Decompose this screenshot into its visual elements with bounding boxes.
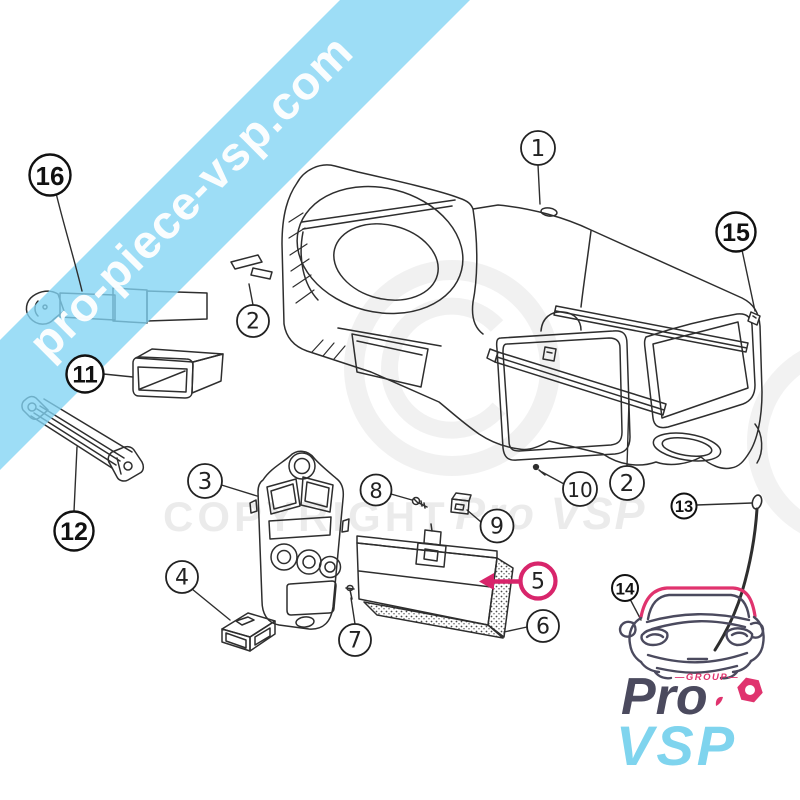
part-9-clip — [450, 492, 472, 515]
part-11-storage-box — [132, 348, 224, 399]
callout-3: 3 — [187, 463, 223, 499]
callouts: 1 2 2 3 4 5 6 7 — [28, 130, 757, 657]
logo-apostrophe — [715, 696, 723, 706]
part-7-screw — [345, 584, 355, 600]
callout-6: 6 — [526, 609, 560, 643]
part-4-switch-panel — [221, 612, 276, 652]
felt-edge-side — [487, 557, 514, 638]
svg-text:2: 2 — [246, 310, 260, 335]
svg-text:3: 3 — [198, 469, 213, 495]
svg-text:15: 15 — [722, 219, 750, 247]
svg-text:7: 7 — [348, 629, 362, 654]
highlight-arrow — [479, 573, 521, 590]
instrument-cowl — [296, 185, 464, 315]
svg-text:16: 16 — [36, 161, 65, 191]
svg-text:11: 11 — [72, 362, 97, 389]
glovebox-latch — [415, 523, 447, 568]
svg-text:4: 4 — [175, 566, 189, 591]
callout-13: 13 — [670, 492, 698, 520]
leader-lines — [55, 164, 756, 633]
svg-text:14: 14 — [616, 580, 635, 599]
callout-1: 1 — [520, 130, 556, 166]
brand-logo: —GROUP— Pro VSP — [616, 586, 765, 777]
callout-7: 7 — [338, 623, 372, 657]
callout-12: 12 — [53, 510, 95, 552]
part-8-screw — [411, 496, 428, 509]
car-mirror-right — [749, 621, 765, 639]
part-15-clip — [747, 311, 761, 326]
logo-group-label: —GROUP— — [674, 672, 739, 683]
car-roof-accent — [639, 586, 757, 619]
felt-edge-bottom — [363, 601, 504, 639]
part-3-center-console — [249, 450, 350, 630]
logo-wordmark-pro: Pro — [621, 668, 708, 726]
hexagon-nut-icon — [737, 677, 763, 703]
speaker-grille — [652, 423, 763, 464]
svg-text:9: 9 — [490, 515, 504, 540]
callout-10: 10 — [562, 471, 598, 507]
svg-text:5: 5 — [531, 570, 545, 595]
svg-text:12: 12 — [60, 518, 88, 546]
callout-5-highlighted: 5 — [518, 561, 558, 601]
part-5-glovebox-door — [356, 523, 514, 639]
defroster-trim-strip-lower — [486, 348, 667, 416]
part-2-trim-strip — [230, 254, 273, 280]
car-mirror-left — [618, 620, 637, 638]
logo-wordmark-vsp: VSP — [616, 714, 737, 777]
part-1-dashboard-body — [281, 164, 763, 470]
callout-2-left: 2 — [236, 304, 270, 338]
steering-column-area — [337, 327, 442, 388]
svg-text:6: 6 — [536, 615, 550, 640]
car-outline-icon — [618, 586, 765, 680]
svg-text:10: 10 — [567, 478, 592, 502]
side-vent-hatching — [288, 212, 346, 360]
callout-16: 16 — [28, 153, 72, 197]
svg-text:2: 2 — [620, 471, 635, 497]
callout-2-right: 2 — [609, 465, 645, 501]
copyright-watermark-word: COPYRIGHT — [163, 493, 449, 540]
callout-14: 14 — [611, 574, 639, 602]
banner-stripe — [0, 0, 470, 470]
callout-8: 8 — [359, 473, 393, 507]
banner-text: pro-piece-vsp.com — [18, 24, 363, 369]
callout-4: 4 — [165, 560, 199, 594]
svg-text:1: 1 — [531, 136, 546, 162]
svg-text:8: 8 — [369, 479, 382, 503]
callout-15: 15 — [715, 211, 757, 253]
svg-text:13: 13 — [675, 498, 693, 516]
callout-11: 11 — [65, 354, 105, 394]
arrowhead-icon — [479, 573, 494, 590]
callout-9: 9 — [479, 508, 515, 544]
defroster-trim-strip-upper — [553, 305, 749, 353]
